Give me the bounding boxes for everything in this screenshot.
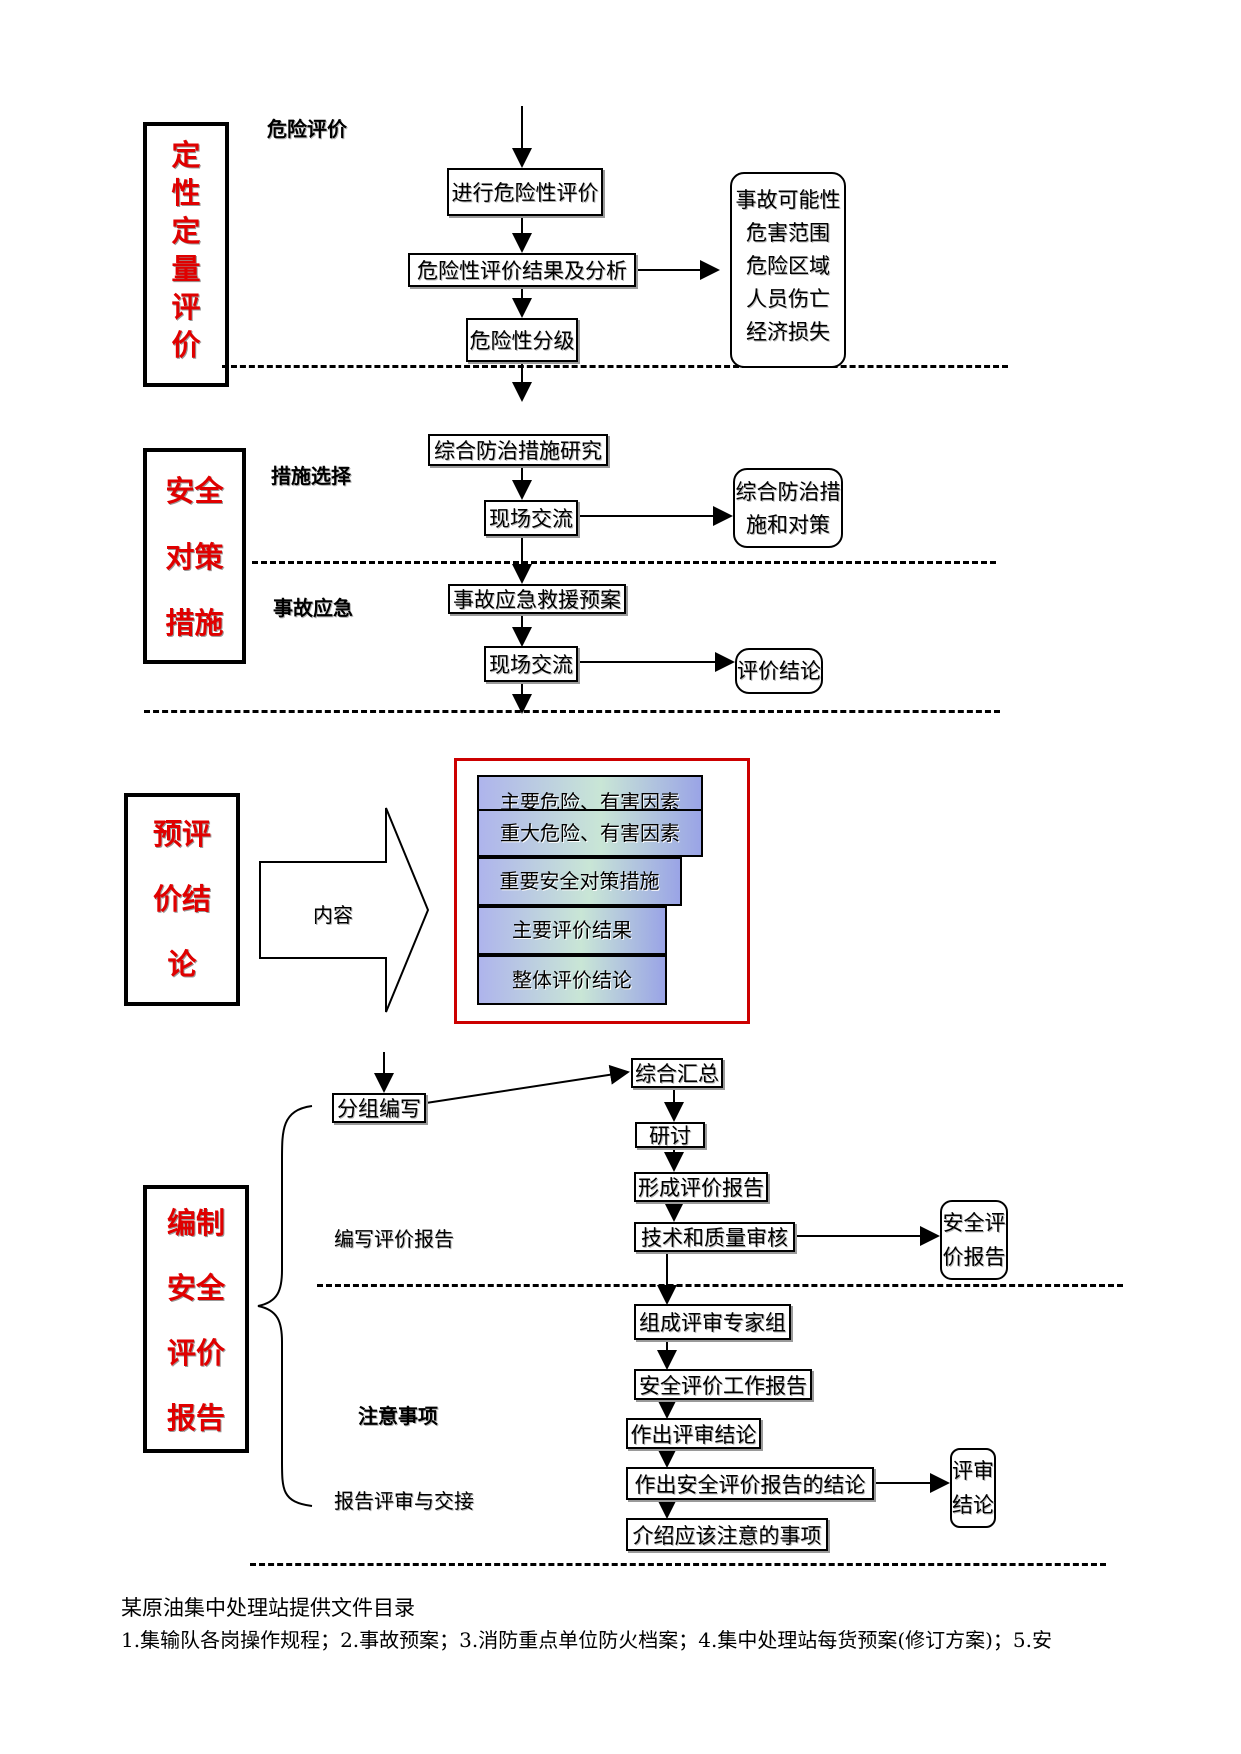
section-1-char-2: 性 — [171, 176, 201, 210]
conclusion-item-major-hazards: 重大危险、有害因素 — [477, 809, 703, 857]
section-2-line-3: 措施 — [165, 606, 224, 640]
step-emergency-plan: 事故应急救援预案 — [448, 584, 626, 614]
result-measures: 综合防治措 施和对策 — [733, 468, 843, 548]
label-accident-emergency: 事故应急 — [273, 596, 353, 620]
label-write-report: 编写评价报告 — [334, 1227, 454, 1251]
curly-brace — [257, 1105, 313, 1507]
result-line-measures-2: 施和对策 — [746, 513, 830, 537]
conclusion-frame — [454, 758, 750, 1024]
separator-5 — [250, 1563, 1106, 1566]
step-form-report: 形成评价报告 — [634, 1172, 768, 1202]
result-line-measures-1: 综合防治措 — [735, 480, 841, 504]
step-tech-quality-review: 技术和质量审核 — [634, 1222, 795, 1252]
section-2-line-1: 安全 — [165, 474, 224, 508]
result-line-safety-report-2: 价报告 — [942, 1245, 1006, 1269]
result-line-danger-zone: 危险区域 — [746, 254, 830, 278]
label-review-handover: 报告评审与交接 — [334, 1489, 474, 1513]
result-safety-report: 安全评 价报告 — [940, 1200, 1008, 1280]
result-line-eval-conclusion: 评价结论 — [737, 659, 821, 683]
result-line-accident-possibility: 事故可能性 — [735, 188, 841, 212]
step-summary: 综合汇总 — [631, 1058, 723, 1088]
section-1-char-4: 量 — [171, 252, 201, 286]
section-4-line-3: 评价 — [166, 1336, 225, 1370]
section-3-line-2: 价结 — [152, 882, 211, 916]
section-1-char-5: 评 — [171, 290, 201, 324]
separator-3 — [144, 710, 1000, 713]
section-title-compile-report: 编制 安全 评价 报告 — [143, 1185, 249, 1453]
separator-1 — [222, 365, 1008, 368]
result-danger-factors: 事故可能性 危害范围 危险区域 人员伤亡 经济损失 — [730, 172, 846, 368]
section-3-line-1: 预评 — [152, 817, 211, 851]
section-1-char-3: 定 — [171, 214, 201, 248]
step-conduct-danger-eval: 进行危险性评价 — [447, 168, 603, 216]
section-4-line-2: 安全 — [166, 1271, 225, 1305]
label-content: 内容 — [313, 903, 353, 927]
step-form-expert-group: 组成评审专家组 — [634, 1304, 791, 1340]
section-1-char-1: 定 — [171, 138, 201, 172]
separator-2 — [252, 561, 996, 564]
step-comprehensive-research: 综合防治措施研究 — [428, 434, 608, 466]
step-introduce-notes: 介绍应该注意的事项 — [626, 1518, 828, 1551]
content-arrow — [259, 807, 430, 1013]
label-notes: 注意事项 — [358, 1404, 438, 1428]
result-line-casualties: 人员伤亡 — [746, 287, 830, 311]
footer-heading: 某原油集中处理站提供文件目录 — [121, 1596, 415, 1620]
separator-4 — [317, 1284, 1123, 1287]
result-eval-conclusion: 评价结论 — [735, 648, 823, 694]
section-title-pre-eval-conclusion: 预评 价结 论 — [124, 793, 240, 1006]
label-danger-eval: 危险评价 — [267, 117, 347, 141]
result-review-conclusion: 评审 结论 — [950, 1448, 996, 1528]
section-title-qualitative-quantitative: 定 性 定 量 评 价 — [143, 122, 229, 387]
step-work-report: 安全评价工作报告 — [634, 1369, 812, 1400]
section-3-line-3: 论 — [167, 947, 197, 981]
step-danger-grading: 危险性分级 — [466, 318, 578, 362]
step-danger-analysis: 危险性评价结果及分析 — [408, 253, 636, 287]
footer-text: 1.集输队各岗操作规程；2.事故预案；3.消防重点单位防火档案；4.集中处理站每… — [121, 1628, 1053, 1652]
step-review-conclusion: 作出评审结论 — [626, 1418, 761, 1449]
step-group-write: 分组编写 — [332, 1093, 426, 1123]
step-site-exchange-1: 现场交流 — [484, 500, 578, 536]
conclusion-item-main-results: 主要评价结果 — [477, 906, 667, 955]
step-discuss: 研讨 — [635, 1122, 705, 1148]
step-report-conclusion: 作出安全评价报告的结论 — [626, 1467, 874, 1500]
conclusion-item-overall-conclusion: 整体评价结论 — [477, 955, 667, 1005]
section-4-line-4: 报告 — [166, 1401, 225, 1435]
section-2-line-2: 对策 — [165, 540, 224, 574]
result-line-safety-report-1: 安全评 — [942, 1211, 1006, 1235]
result-line-economic-loss: 经济损失 — [746, 320, 830, 344]
label-measure-select: 措施选择 — [271, 464, 351, 488]
section-4-line-1: 编制 — [166, 1206, 225, 1240]
result-line-review-2: 结论 — [952, 1493, 994, 1517]
section-title-safety-measures: 安全 对策 措施 — [143, 448, 246, 664]
result-line-review-1: 评审 — [952, 1459, 994, 1483]
step-site-exchange-2: 现场交流 — [484, 646, 578, 682]
conclusion-item-safety-measures: 重要安全对策措施 — [477, 857, 682, 906]
section-1-char-6: 价 — [171, 328, 201, 362]
arrow-group-to-summary — [425, 1064, 630, 1104]
result-line-hazard-range: 危害范围 — [746, 221, 830, 245]
